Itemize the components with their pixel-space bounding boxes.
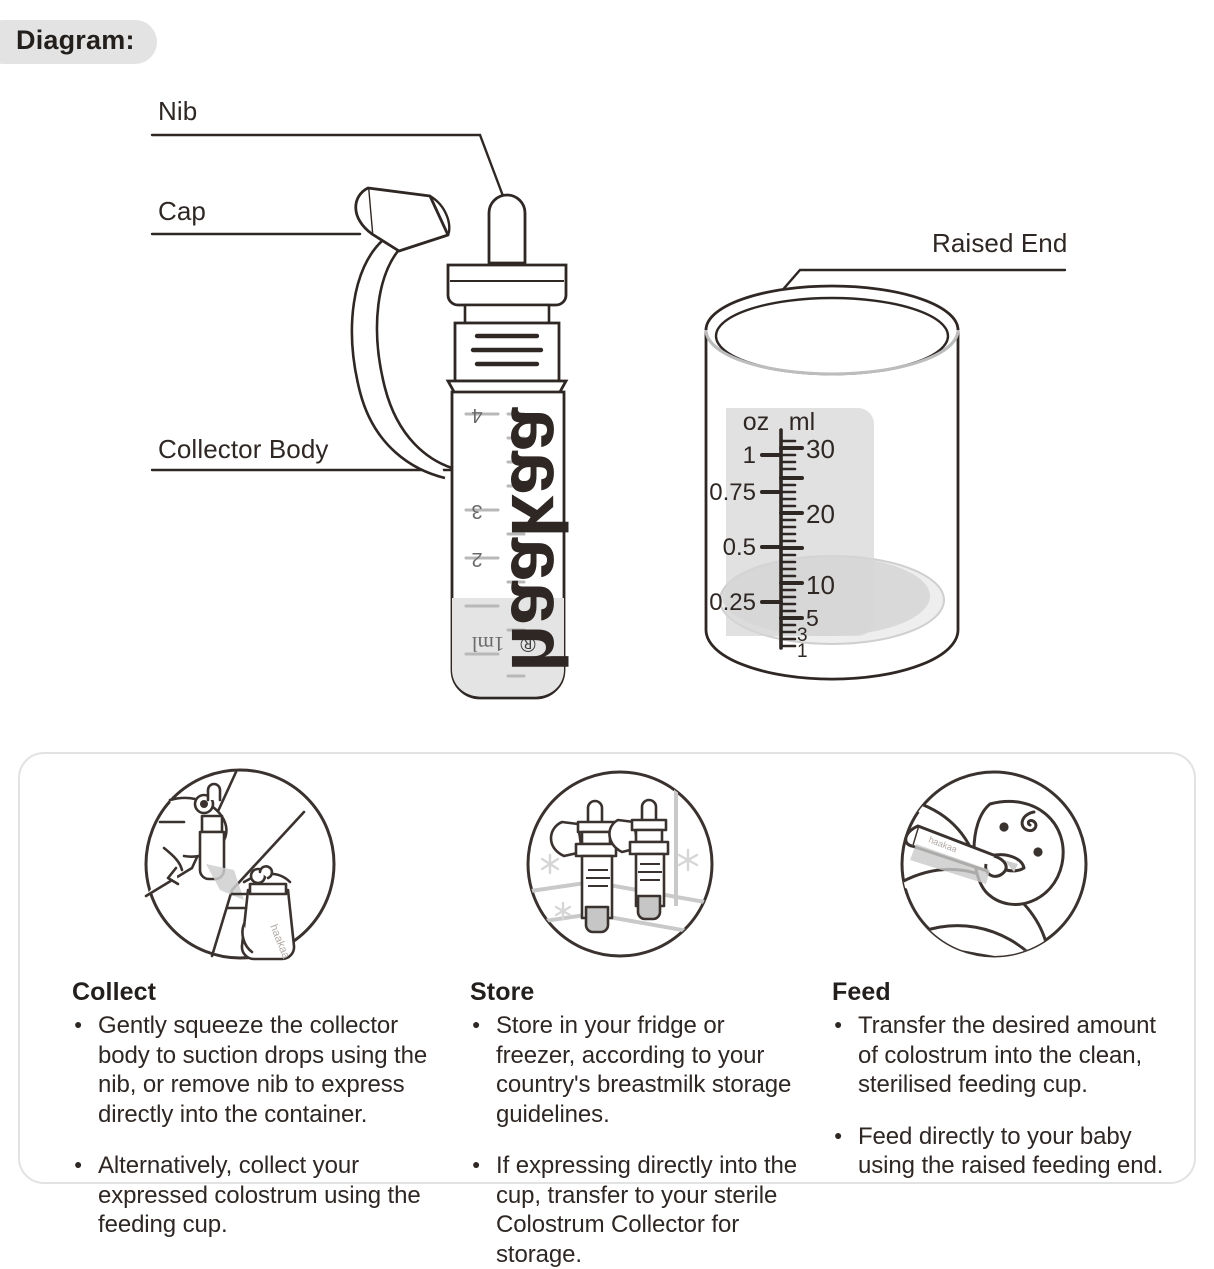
cup-scale-headers: oz ml	[743, 408, 815, 436]
baby-feeding-icon: haakaa	[900, 770, 1088, 958]
feeding-cup-illustration: oz ml	[704, 284, 960, 681]
cup-oz-tick-025: 0.25	[709, 589, 756, 616]
callout-label-raised-end: Raised End	[932, 228, 1068, 258]
cup-ml-tick-20: 20	[806, 499, 835, 529]
collector-unit-label: 1ml	[472, 632, 505, 656]
cup-ml-tick-3: 3	[797, 625, 808, 646]
cup-ml-tick-30: 30	[806, 434, 835, 464]
cup-ml-tick-10: 10	[806, 570, 835, 600]
registered-trademark-icon: ®	[520, 632, 536, 655]
step-bullets-store: Store in your fridge or freezer, accordi…	[470, 1011, 800, 1269]
cup-oz-tick-075: 0.75	[709, 479, 756, 506]
step-bullets-collect: Gently squeeze the collector body to suc…	[72, 1011, 444, 1240]
cap-part	[354, 186, 451, 253]
step-title-store: Store	[470, 978, 535, 1006]
cup-oz-major-ticks	[760, 453, 783, 604]
nib-part	[487, 193, 527, 265]
callout-label-nib: Nib	[158, 96, 198, 126]
snowflake-icon	[540, 848, 699, 921]
squeeze-collector-icon: haakaa	[144, 768, 336, 961]
bullet: Transfer the desired amount of colostrum…	[832, 1011, 1172, 1100]
cup-oz-tick-05: 0.5	[723, 534, 756, 561]
collector-graduation-ticks	[464, 412, 526, 678]
cup-ml-labels: 30 20 10 5 3 1	[797, 434, 835, 662]
bullet: Feed directly to your baby using the rai…	[832, 1122, 1172, 1181]
collector-graduation-numbers: 4 3 2	[471, 404, 482, 570]
instruction-step-feed: haakaa Feed Transfer the desired amount …	[832, 764, 1172, 1181]
instructions-panel: haakaa Collect Gently squeeze the collec…	[18, 752, 1196, 1268]
bullet: Gently squeeze the collector body to suc…	[72, 1011, 444, 1129]
collector-unit-markings: 1ml ®	[472, 632, 536, 656]
cup-oz-tick-1: 1	[743, 442, 756, 469]
cup-ml-tick-1: 1	[797, 641, 808, 662]
cup-minor-ticks	[779, 439, 797, 648]
cup-ml-major-ticks	[779, 446, 804, 620]
bullet: If expressing directly into the cup, tra…	[470, 1151, 800, 1269]
bullet: Alternatively, collect your expressed co…	[72, 1151, 444, 1240]
collector-brand-wordmark: haakaa	[495, 407, 583, 672]
collector-grad-4: 4	[471, 404, 482, 426]
cup-oz-labels: 1 0.75 0.5 0.25	[709, 442, 756, 616]
callout-label-cap: Cap	[158, 196, 206, 226]
instruction-step-collect: haakaa Collect Gently squeeze the collec…	[72, 764, 444, 1240]
callout-leader-lines	[150, 133, 1067, 472]
collector-grad-3: 3	[471, 500, 482, 522]
collector-grad-2: 2	[471, 548, 482, 570]
colostrum-collector-illustration: 4 3 2 1ml ® haakaa	[350, 186, 583, 700]
callout-label-collector-body: Collector Body	[158, 434, 329, 464]
freezer-storage-icon	[526, 770, 714, 958]
instruction-step-store: Store Store in your fridge or freezer, a…	[470, 764, 800, 1269]
step-title-feed: Feed	[832, 978, 891, 1006]
step-title-collect: Collect	[72, 978, 157, 1006]
bullet: Store in your fridge or freezer, accordi…	[470, 1011, 800, 1129]
cup-ml-tick-5: 5	[806, 605, 819, 631]
diagram-badge: Diagram:	[0, 20, 157, 64]
cup-scale-header-oz: oz	[743, 408, 769, 436]
cup-scale-header-ml: ml	[789, 408, 815, 436]
step-bullets-feed: Transfer the desired amount of colostrum…	[832, 1011, 1172, 1181]
